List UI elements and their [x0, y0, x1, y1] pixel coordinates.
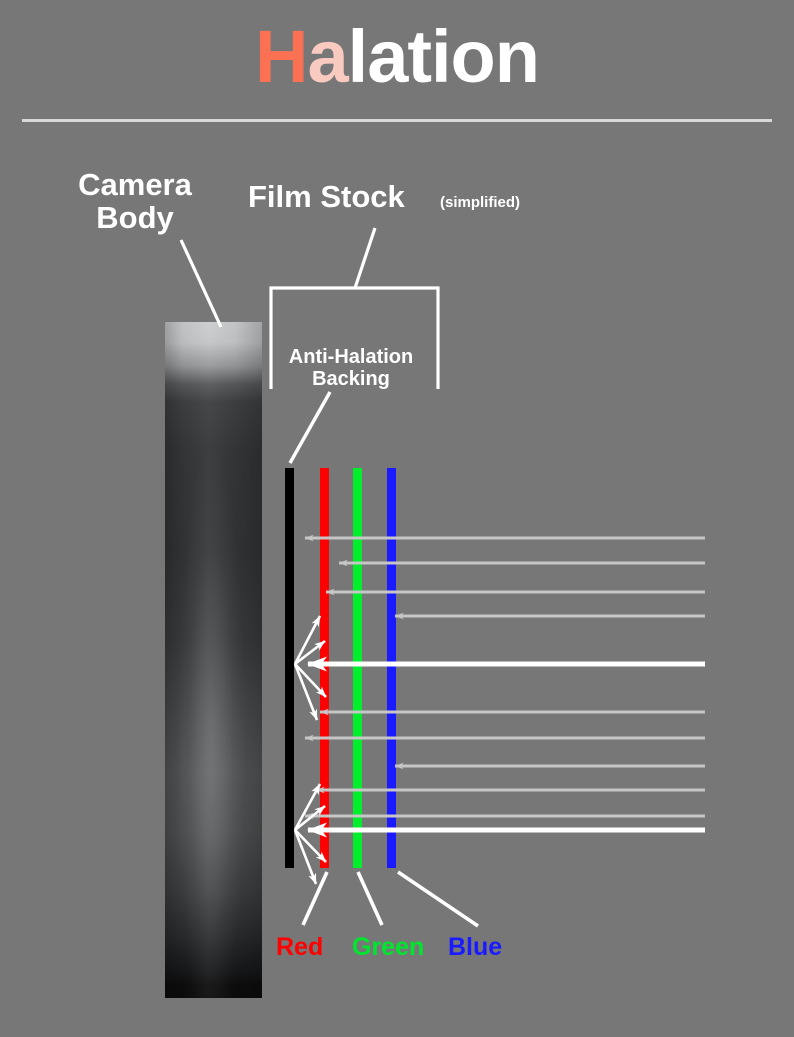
- scatter-ray: [293, 829, 318, 885]
- bright-light-rays: [307, 656, 705, 838]
- page-title: Halation: [0, 20, 794, 94]
- title-part-a: a: [307, 15, 348, 98]
- caption-green: Green: [352, 933, 425, 961]
- camera-body: [165, 322, 262, 998]
- label-film-stock-note: (simplified): [440, 194, 521, 211]
- leader-line-film-stock: [353, 227, 377, 289]
- label-film-stock: Film Stock: [248, 179, 405, 214]
- film-layer-green: [353, 468, 362, 868]
- leader-line-green: [356, 871, 384, 926]
- leader-line-camera-body: [179, 239, 223, 328]
- film-layer-red: [320, 468, 329, 868]
- title-divider: [22, 119, 772, 122]
- label-camera-body: Camera Body: [78, 167, 192, 236]
- label-anti-halation-backing: Anti-Halation Backing: [288, 346, 414, 390]
- scatter-ray: [293, 783, 322, 831]
- caption-red: Red: [276, 933, 324, 961]
- caption-blue: Blue: [448, 933, 503, 961]
- leader-line-red: [301, 871, 329, 926]
- scatter-ray: [293, 663, 319, 721]
- leader-line-blue: [396, 870, 480, 928]
- dim-light-rays: [304, 534, 705, 820]
- title-part-rest: lation: [347, 15, 540, 98]
- film-layer-anti-halation-backing: [285, 468, 294, 868]
- leader-line-anti-halation-backing: [288, 391, 332, 464]
- film-layer-blue: [387, 468, 396, 868]
- scatter-ray: [293, 615, 322, 665]
- title-part-h: H: [255, 15, 308, 98]
